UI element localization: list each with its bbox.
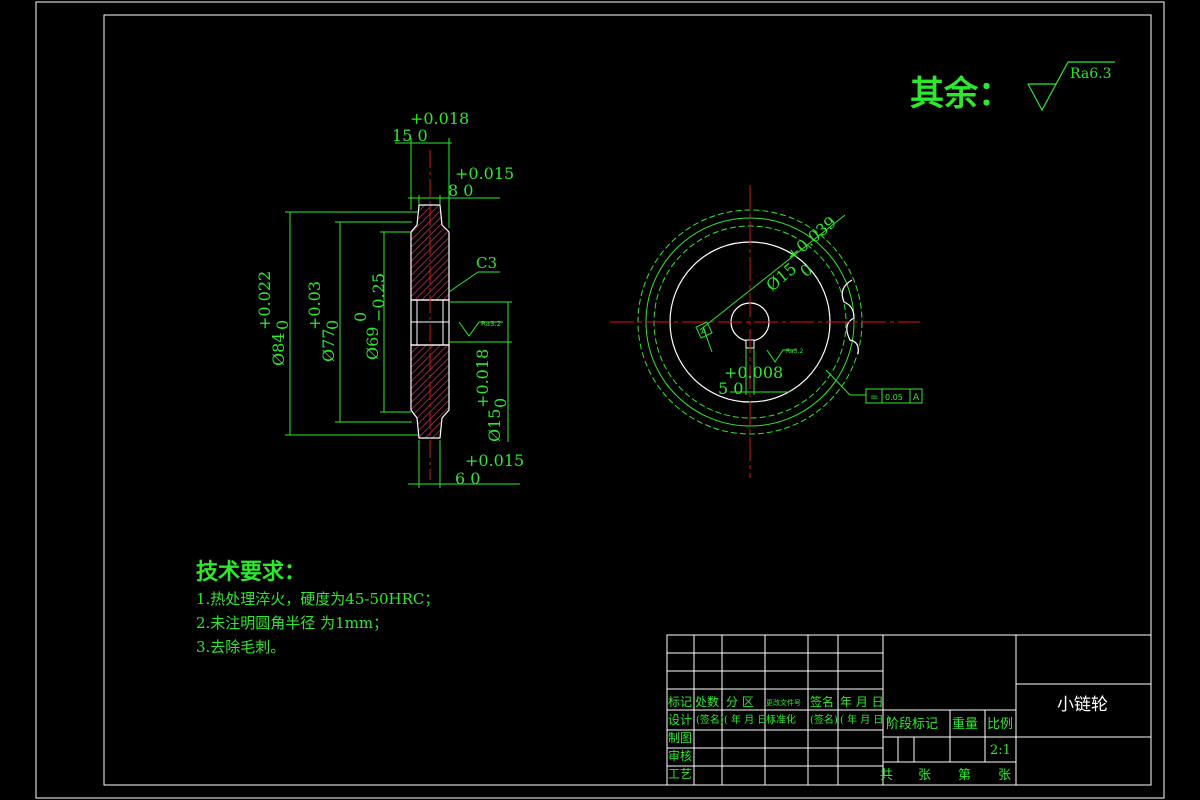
d69-tol-low: −0.25: [369, 273, 388, 322]
width-total-tol: +0.018: [410, 109, 469, 128]
inner-frame: [103, 14, 1152, 786]
tooth-profile: [841, 279, 859, 355]
outer-frame: [35, 1, 1165, 799]
tb-design-sign: (签名): [696, 713, 724, 726]
key-width: 5 0: [718, 379, 743, 398]
tb-weight-label: 重量: [952, 716, 978, 732]
tb-header-date: 年 月 日: [840, 695, 884, 709]
tb-standard-sign: (签名): [810, 713, 838, 726]
tolerance-datum: A: [913, 393, 920, 403]
d77-tol-up: +0.03: [305, 281, 324, 330]
key-tol: +0.008: [724, 363, 783, 382]
tb-sheet-unit: 张: [918, 768, 931, 783]
d15-tol-up: +0.018: [473, 349, 492, 408]
d84-tol-up: +0.022: [255, 271, 274, 330]
d69-tol-up: 0: [351, 312, 370, 322]
tb-stage-label: 阶段标记: [886, 717, 938, 732]
bore-width-tol: +0.015: [465, 451, 524, 470]
remain-roughness-symbol: [1027, 61, 1115, 112]
tolerance-symbol: =: [870, 392, 878, 403]
tb-header-sign: 签名: [810, 694, 834, 709]
tb-header-doc: 更改文件号: [766, 698, 801, 707]
datum-label: A: [701, 327, 707, 336]
bore-tol-low: 0: [796, 260, 816, 281]
section-view: +0.018 15 0 +0.015 8 0 +0.015 6 0 C3 Ra3…: [255, 109, 524, 488]
d77-label: Ø77: [319, 329, 338, 362]
tb-row-process: 工艺: [668, 767, 692, 781]
tb-sheet-no: 第: [958, 768, 971, 783]
width-total: 15 0: [392, 126, 428, 145]
front-view: = 0.05 A A Ra3.2 Ø15 +0.039 0 +0.008 5 0: [610, 185, 923, 478]
d69-label: Ø69: [363, 327, 382, 360]
datum-box: [695, 321, 713, 339]
remain-roughness-label: Ra6.3: [1070, 66, 1111, 82]
section-roughness-symbol: [458, 321, 503, 337]
section-roughness-label: Ra3.2: [481, 320, 501, 328]
d15-tol-low: 0: [491, 398, 510, 408]
tb-header-mark: 标记: [668, 695, 692, 709]
tech-requirement-2: 2.未注明圆角半径 为1mm；: [196, 614, 389, 632]
remain-note: 其余：: [910, 74, 1012, 114]
tb-sheet-total: 共: [880, 768, 893, 783]
tb-standard-date: ( 年 月 日 ): [840, 713, 891, 726]
tech-requirement-3: 3.去除毛刺。: [196, 638, 286, 656]
tb-standard-label: 标准化: [766, 713, 796, 726]
tb-part-name: 小链轮: [1057, 695, 1108, 715]
d84-tol-low: 0: [273, 320, 292, 330]
tolerance-frame: [865, 388, 923, 404]
hub-width: 8 0: [448, 181, 473, 200]
tb-row-draw: 制图: [668, 731, 692, 745]
tech-requirements-title: 技术要求：: [196, 559, 307, 585]
d15-label: Ø15: [485, 409, 504, 442]
tb-header-zone: 分 区: [726, 695, 754, 709]
chamfer-label: C3: [476, 254, 497, 272]
title-block: [666, 634, 1152, 786]
tb-row-review: 审核: [668, 748, 692, 763]
hub-width-tol: +0.015: [455, 164, 514, 183]
tb-row-design: 设计: [668, 713, 692, 727]
tech-requirement-1: 1.热处理淬火，硬度为45-50HRC；: [196, 590, 440, 608]
tb-sheet-unit2: 张: [998, 768, 1011, 783]
d84-label: Ø84: [269, 333, 288, 366]
bore-width: 6 0: [455, 469, 480, 488]
tb-header-count: 处数: [695, 694, 719, 709]
tolerance-value: 0.05: [885, 393, 903, 402]
tb-design-date: ( 年 月 日 ): [724, 713, 775, 726]
front-roughness-label: Ra3.2: [786, 348, 803, 355]
tb-scale-label: 比例: [987, 717, 1013, 732]
front-roughness-symbol: [766, 349, 796, 363]
tb-scale-value: 2:1: [990, 743, 1011, 758]
d77-tol-low: 0: [323, 320, 342, 330]
